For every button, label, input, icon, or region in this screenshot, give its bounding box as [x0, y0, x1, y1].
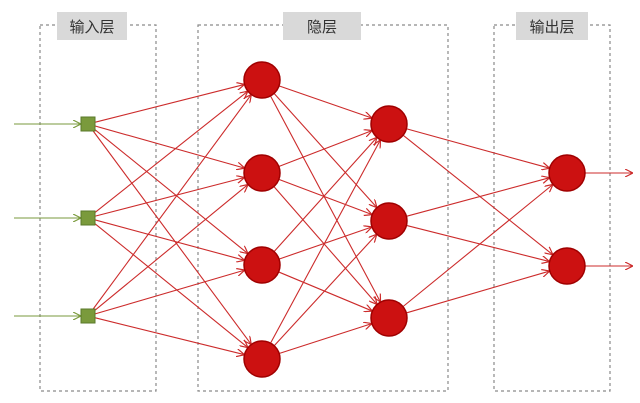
- connection-input-hidden1: [94, 178, 244, 217]
- hidden-node-layer1: [243, 246, 281, 284]
- connection-hidden2-output: [402, 185, 552, 308]
- connections: [91, 85, 552, 355]
- connection-input-hidden1: [94, 125, 244, 168]
- connection-hidden1-hidden2: [278, 131, 371, 168]
- output-layer-box: [493, 24, 611, 392]
- connection-input-hidden1: [94, 270, 244, 315]
- hidden-layer-title: 隐层: [307, 18, 337, 36]
- connection-hidden1-hidden2: [273, 138, 376, 252]
- connection-input-hidden1: [94, 85, 244, 123]
- connection-hidden1-hidden2: [273, 93, 376, 207]
- connection-hidden2-output: [406, 224, 548, 261]
- connection-hidden1-hidden2: [278, 85, 371, 118]
- connection-hidden2-output: [402, 134, 552, 254]
- input-layer-box: [39, 24, 157, 392]
- input-arrows: [14, 124, 80, 316]
- output-node: [548, 154, 586, 192]
- connection-input-hidden1: [94, 219, 244, 260]
- connection-input-hidden1: [91, 129, 251, 344]
- connection-input-hidden1: [93, 92, 247, 215]
- input-node: [80, 308, 96, 324]
- connection-hidden1-hidden2: [278, 178, 371, 214]
- connection-input-hidden1: [93, 127, 247, 253]
- hidden-node-layer1: [243, 61, 281, 99]
- hidden-layer-label: 隐层: [283, 12, 361, 40]
- input-node: [80, 116, 96, 132]
- connection-hidden2-output: [406, 271, 548, 314]
- hidden-node-layer1: [243, 154, 281, 192]
- connection-hidden2-output: [406, 128, 548, 168]
- connection-hidden1-hidden2: [278, 324, 371, 354]
- output-arrows: [585, 173, 632, 266]
- connection-input-hidden1: [94, 317, 244, 355]
- input-layer-title: 输入层: [69, 18, 114, 36]
- connection-input-hidden1: [91, 95, 251, 311]
- connection-hidden1-hidden2: [269, 95, 380, 301]
- hidden-node-layer2: [370, 105, 408, 143]
- connection-hidden1-hidden2: [273, 186, 377, 304]
- hidden-node-layer1: [243, 340, 281, 378]
- hidden-node-layer2: [370, 299, 408, 337]
- input-node: [80, 210, 96, 226]
- input-layer-label: 输入层: [57, 12, 127, 40]
- connection-hidden1-hidden2: [270, 141, 380, 344]
- nodes: [80, 61, 586, 378]
- connection-input-hidden1: [93, 221, 247, 347]
- hidden-layer-box: [197, 24, 449, 392]
- output-layer-title: 输出层: [529, 18, 574, 36]
- connection-hidden1-hidden2: [273, 235, 376, 347]
- output-node: [548, 247, 586, 285]
- output-layer-label: 输出层: [516, 12, 588, 40]
- connection-hidden2-output: [406, 178, 548, 217]
- connection-input-hidden1: [93, 185, 247, 312]
- hidden-node-layer2: [370, 202, 408, 240]
